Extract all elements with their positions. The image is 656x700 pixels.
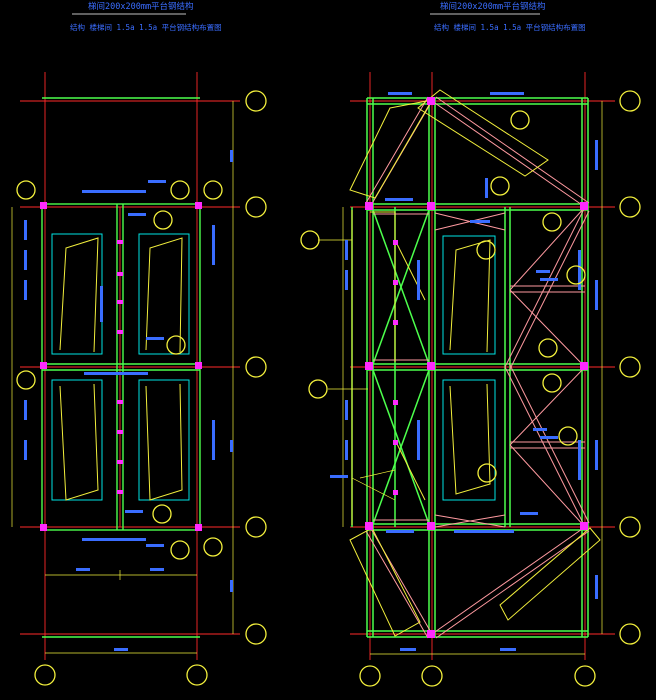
right-nodes [365,97,588,638]
right-dimensions [318,101,603,655]
left-plan-subtitle: 结构 楼梯间 1.5a 1.5a 平台钢结构布置图 [70,22,222,32]
right-plan [300,72,641,687]
left-title-block: 梯间200x200mm平台钢结构 结构 楼梯间 1.5a 1.5a 平台钢结构布… [70,1,222,32]
right-plan-subtitle: 结构 楼梯间 1.5a 1.5a 平台钢结构布置图 [434,22,586,32]
left-labels [24,150,233,651]
left-plan-title: 梯间200x200mm平台钢结构 [88,1,194,12]
left-beams [41,97,201,638]
right-plan-title: 梯间200x200mm平台钢结构 [440,1,546,12]
left-plan [11,72,267,686]
left-axis-bubbles [16,90,267,686]
right-outline [349,89,601,637]
right-axis-bubbles [300,90,641,687]
right-title-block: 梯间200x200mm平台钢结构 结构 楼梯间 1.5a 1.5a 平台钢结构布… [430,1,586,32]
left-openings [51,233,190,501]
right-openings [442,235,496,501]
left-stair-lines [59,237,183,501]
right-stair-lines [449,239,491,495]
left-nodes [40,202,202,531]
left-dimensions [11,101,234,654]
left-axis-grid [20,72,240,660]
right-labels [330,92,598,651]
